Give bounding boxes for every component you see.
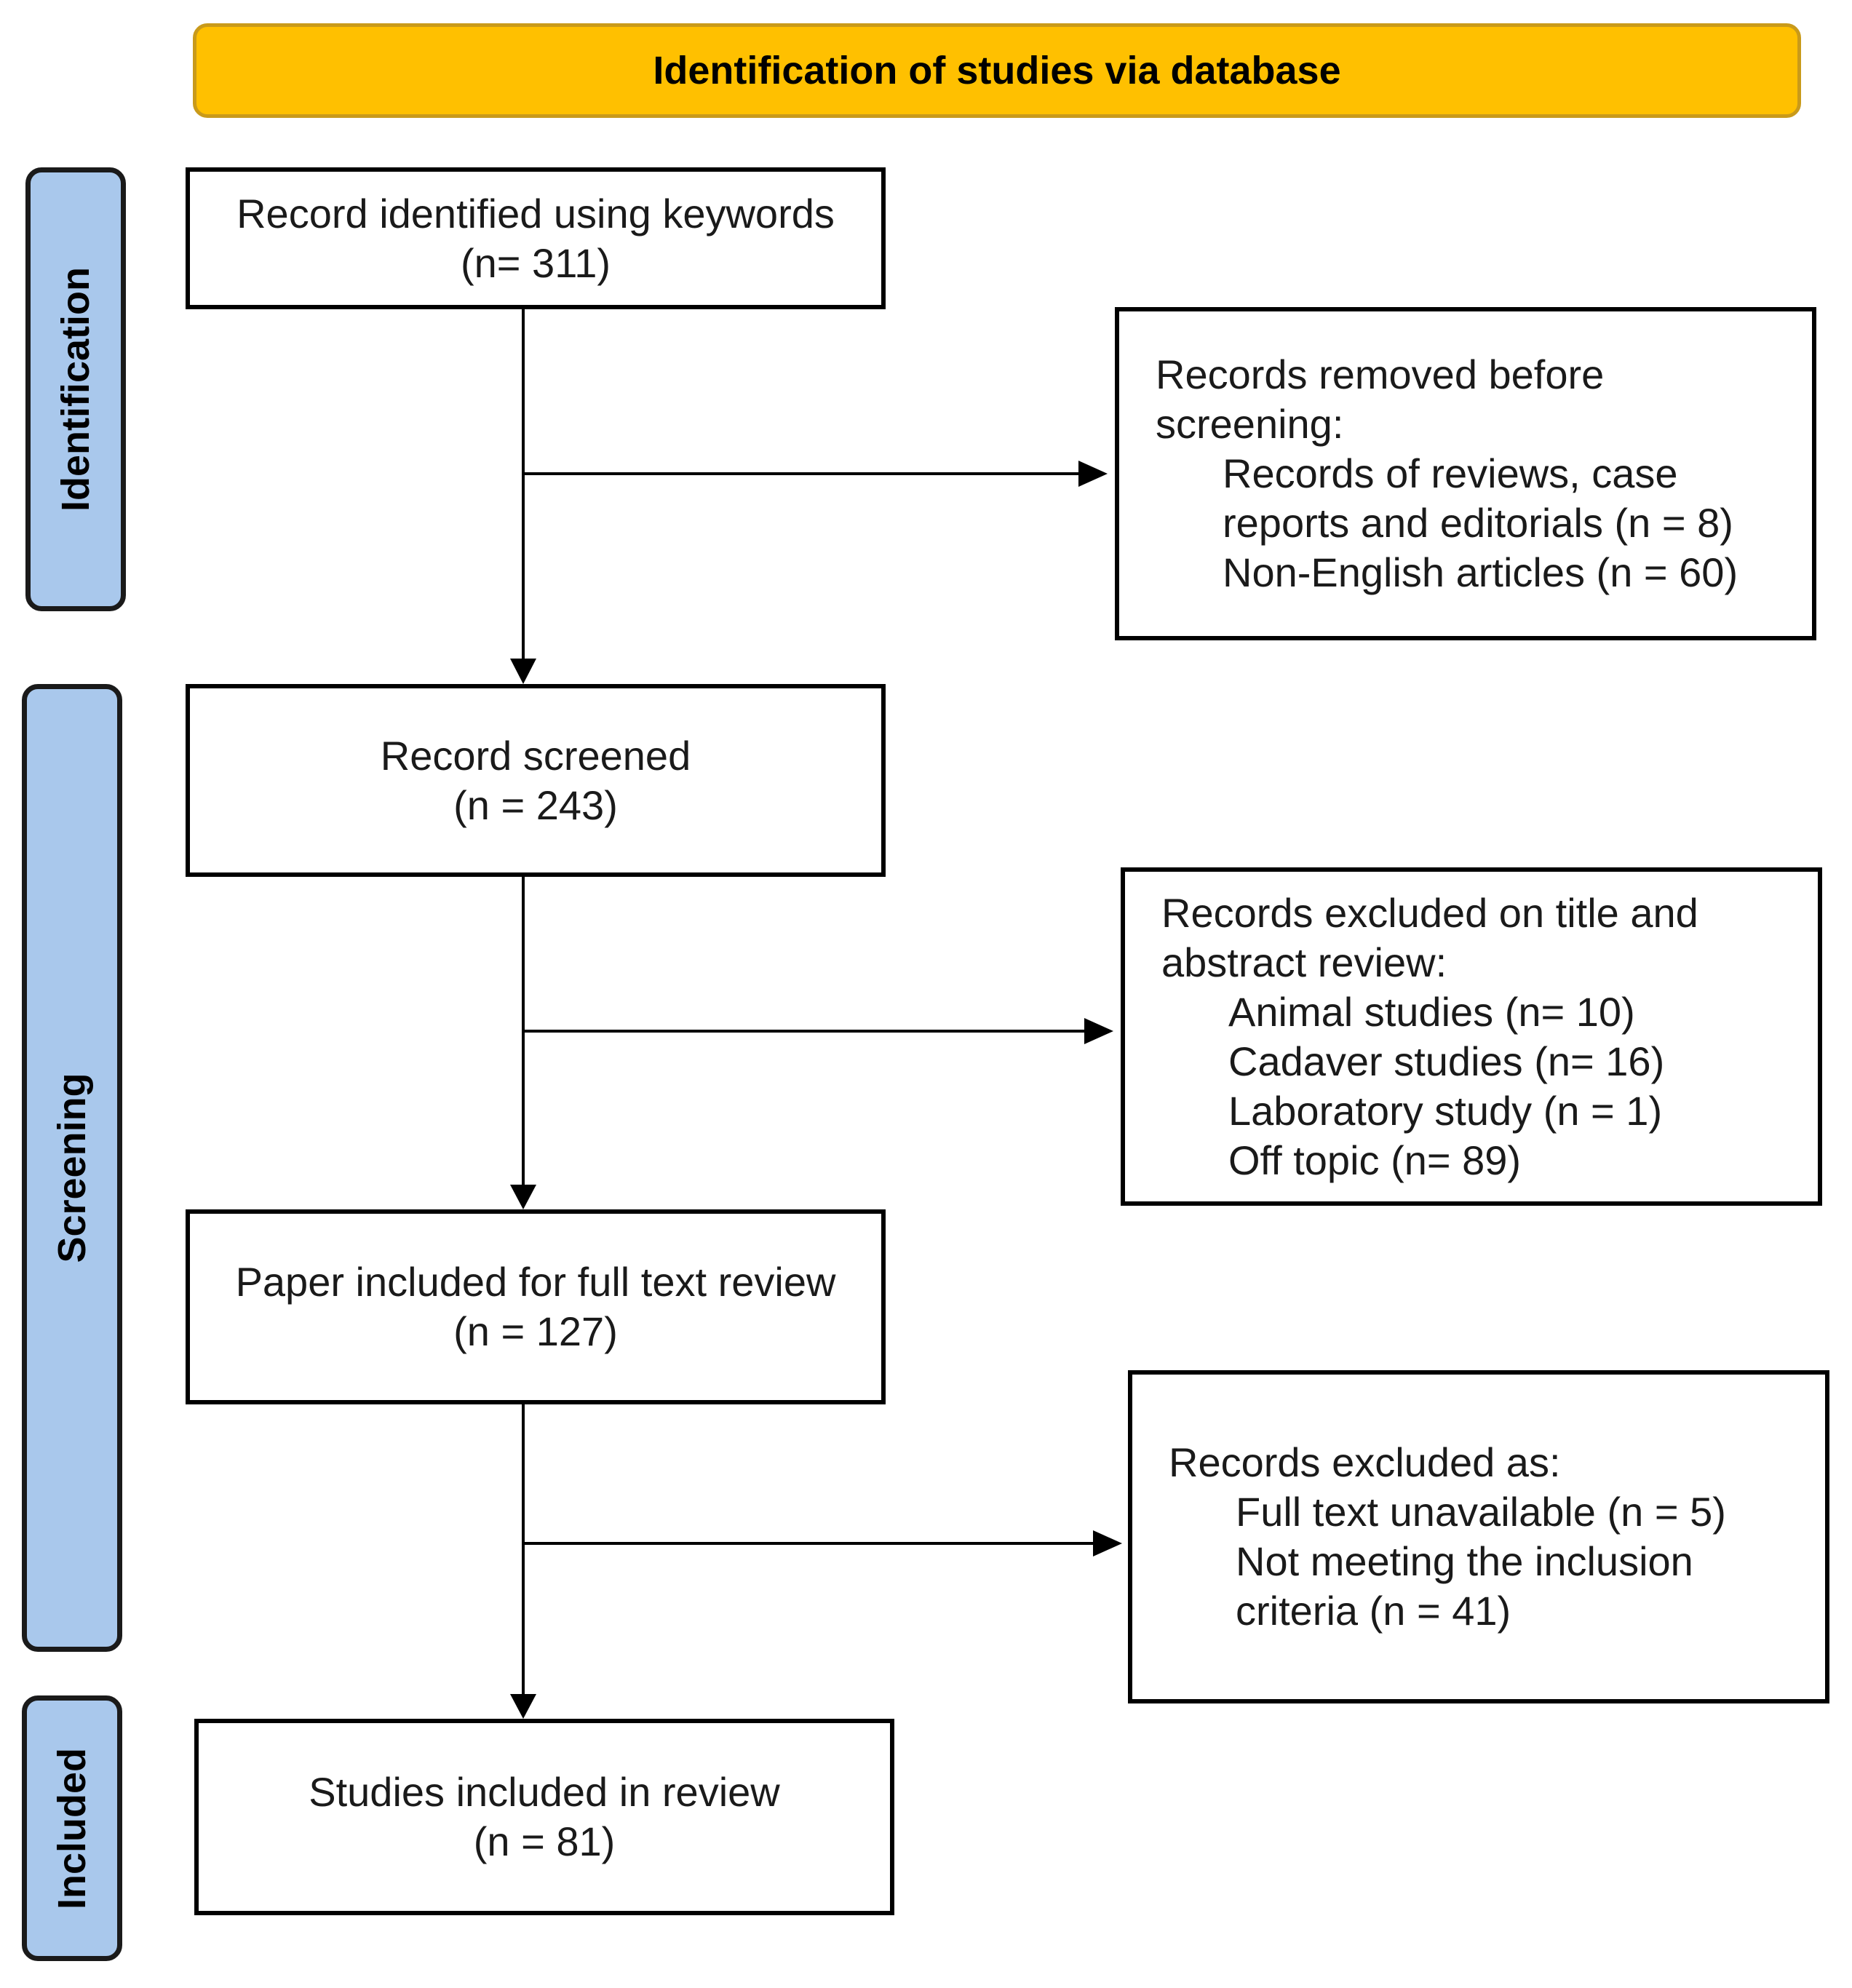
records-identified-label: Record identified using keywords <box>237 190 835 236</box>
box-records-removed: Records removed before screening: Record… <box>1115 307 1816 640</box>
list-item: Non-English articles (n = 60) <box>1223 549 1738 595</box>
box-records-screened: Record screened (n = 243) <box>186 684 886 877</box>
list-item: criteria (n = 41) <box>1236 1588 1511 1634</box>
list-item: Full text unavailable (n = 5) <box>1236 1489 1726 1535</box>
box-studies-included: Studies included in review (n = 81) <box>194 1719 894 1915</box>
records-screened-count: (n = 243) <box>453 782 618 828</box>
records-identified-count: (n= 311) <box>461 239 611 286</box>
box-full-text-review: Paper included for full text review (n =… <box>186 1209 886 1404</box>
box-title-abstract-excluded: Records excluded on title and abstract r… <box>1121 867 1822 1206</box>
stage-screening: Screening <box>22 684 122 1652</box>
full-text-review-count: (n = 127) <box>453 1308 618 1354</box>
list-item: Cadaver studies (n= 16) <box>1228 1038 1665 1084</box>
studies-included-label: Studies included in review <box>309 1769 780 1815</box>
title-abstract-heading-2: abstract review: <box>1161 939 1447 985</box>
full-text-excluded-heading: Records excluded as: <box>1169 1439 1561 1485</box>
list-item: reports and editorials (n = 8) <box>1223 500 1733 546</box>
list-item: Laboratory study (n = 1) <box>1228 1087 1663 1134</box>
box-records-identified: Record identified using keywords (n= 311… <box>186 167 886 309</box>
stage-included-label: Included <box>50 1747 94 1909</box>
stage-screening-label: Screening <box>50 1073 94 1263</box>
stage-identification: Identification <box>25 167 126 611</box>
records-removed-heading-2: screening: <box>1156 401 1344 447</box>
box-full-text-excluded: Records excluded as: Full text unavailab… <box>1128 1370 1829 1703</box>
list-item: Animal studies (n= 10) <box>1228 988 1635 1035</box>
stage-included: Included <box>22 1695 122 1961</box>
list-item: Not meeting the inclusion <box>1236 1538 1693 1584</box>
stage-identification-label: Identification <box>54 267 98 512</box>
title-abstract-heading-1: Records excluded on title and <box>1161 889 1698 936</box>
list-item: Off topic (n= 89) <box>1228 1137 1522 1183</box>
records-removed-heading-1: Records removed before <box>1156 351 1605 397</box>
list-item: Records of reviews, case <box>1223 450 1678 496</box>
studies-included-count: (n = 81) <box>473 1818 616 1864</box>
records-screened-label: Record screened <box>380 732 691 779</box>
header-title: Identification of studies via database <box>653 49 1341 92</box>
full-text-review-label: Paper included for full text review <box>235 1259 836 1305</box>
header-banner: Identification of studies via database <box>193 23 1801 118</box>
